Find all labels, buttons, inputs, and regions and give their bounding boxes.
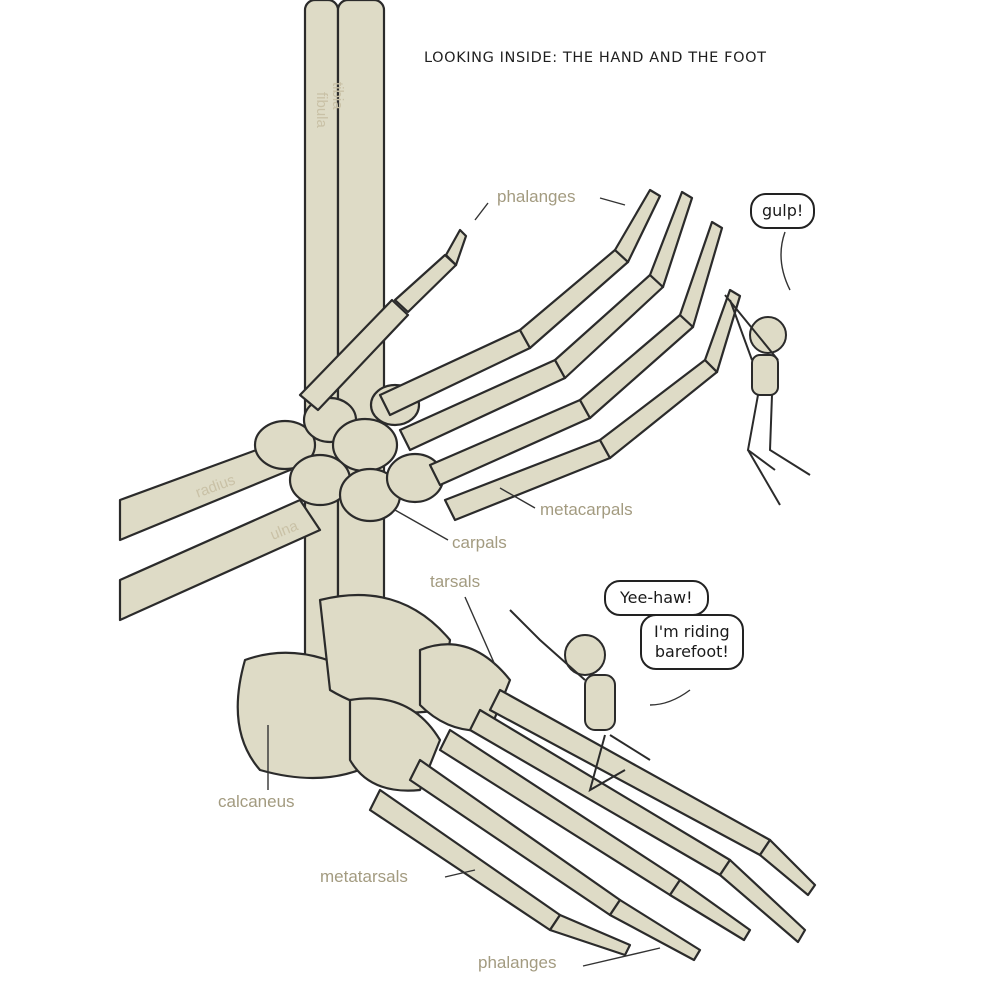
leader-line [394, 509, 449, 541]
label-tarsals: tarsals [430, 572, 481, 591]
label-metatarsals: metatarsals [320, 867, 408, 886]
toe-phalanx [668, 878, 752, 942]
speech-bubble-yeehaw: Yee-haw! [604, 580, 709, 616]
label-hand-phalanges: phalanges [497, 187, 576, 206]
speech-text: Yee-haw! [620, 588, 693, 607]
label-tibia: tibia [329, 82, 346, 110]
label-calcaneus: calcaneus [218, 792, 295, 811]
finger-phalanx [648, 190, 694, 289]
leader-line [499, 487, 536, 509]
finger-phalanx [678, 220, 724, 329]
speech-text: I'm riding [654, 622, 730, 641]
carpal-bone [385, 452, 445, 504]
speech-text: gulp! [762, 201, 804, 220]
thumb-metacarpal [298, 298, 410, 412]
thumb-tip [444, 228, 468, 267]
toe-phalanx [718, 858, 807, 944]
leader-line [582, 947, 661, 967]
leader-line [599, 197, 626, 206]
radius-bone [118, 443, 292, 542]
label-fibula: fibula [313, 92, 330, 128]
finger-phalanx [613, 188, 662, 264]
tarsal-bone [418, 643, 512, 732]
leader-line [474, 202, 489, 221]
label-metacarpals: metacarpals [540, 500, 633, 519]
toe-phalanx [548, 913, 632, 957]
toe-phalanx [758, 838, 817, 897]
small-skeleton-hanging [724, 294, 811, 506]
speech-text: barefoot! [654, 642, 729, 661]
thumb-phalanx [393, 253, 458, 314]
speech-bubble-riding: I'm riding barefoot! [640, 614, 744, 670]
metatarsal-bone [488, 688, 772, 857]
carpal-bone [253, 419, 317, 471]
page-title: LOOKING INSIDE: THE HAND AND THE FOOT [424, 50, 767, 66]
small-skeleton-riding [509, 609, 651, 793]
ulna-bone [118, 498, 322, 622]
bubble-tail [780, 231, 791, 291]
speech-bubble-gulp: gulp! [750, 193, 816, 229]
toe-phalanx [608, 898, 702, 962]
leader-line [444, 869, 476, 878]
leader-line [464, 596, 496, 666]
finger-phalanx [703, 288, 742, 374]
label-foot-phalanges: phalanges [478, 953, 557, 972]
label-carpals: carpals [452, 533, 507, 552]
bubble-tail [649, 689, 691, 706]
